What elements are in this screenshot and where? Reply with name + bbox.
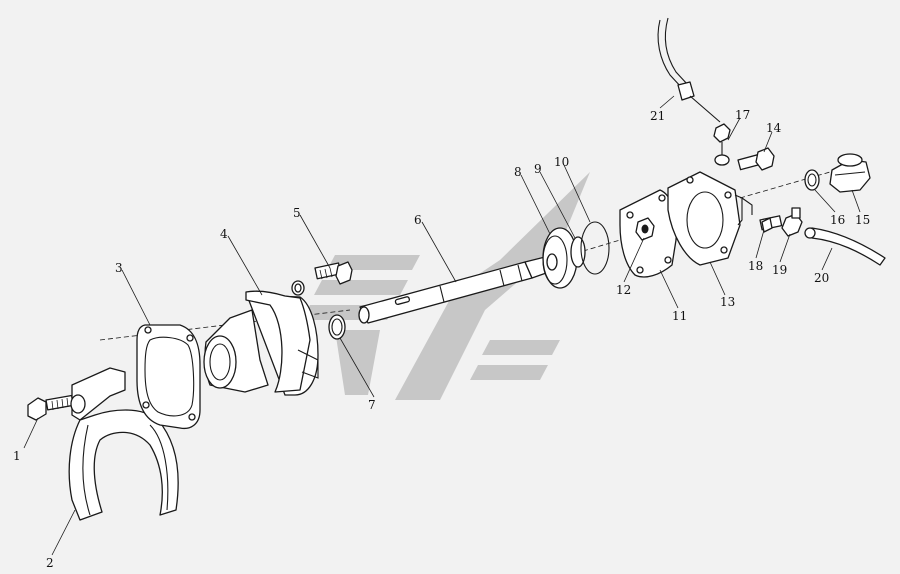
callout-11: 11: [672, 309, 687, 323]
callout-21: 21: [650, 109, 665, 123]
callout-2: 2: [46, 556, 54, 570]
callout-14: 14: [766, 121, 782, 135]
callout-6: 6: [414, 213, 422, 227]
callout-3: 3: [115, 261, 123, 275]
callout-5: 5: [293, 206, 301, 220]
callout-12: 12: [616, 283, 631, 297]
callout-16: 16: [830, 213, 845, 227]
part-2-shift-fork: [68, 367, 179, 521]
callout-18: 18: [748, 259, 763, 273]
part-4-housing: [203, 290, 319, 396]
leader-lines: [23, 95, 861, 556]
part-20-hose: [804, 227, 886, 266]
callout-4: 4: [220, 227, 228, 241]
callout-9: 9: [534, 162, 542, 176]
part-10-seal-ring: [580, 221, 610, 275]
part-13-cover: [667, 171, 743, 266]
part-18-nipple: [759, 215, 783, 233]
callout-8: 8: [514, 165, 522, 179]
callout-10: 10: [554, 155, 569, 169]
callout-1: 1: [13, 449, 21, 463]
part-1-bolt: [27, 394, 74, 421]
callout-15: 15: [855, 213, 870, 227]
part-12-plug: [635, 217, 655, 241]
part-19-tee: [781, 207, 803, 237]
callout-labels: 1 2 3 4 5 6 7 8 9 10 11 12 13 14 15 16 1…: [13, 108, 870, 570]
part-3-gasket: [136, 324, 201, 430]
callout-20: 20: [814, 271, 829, 285]
callout-13: 13: [720, 295, 735, 309]
callout-19: 19: [772, 263, 787, 277]
part-15-fitting: [829, 153, 871, 193]
callout-17: 17: [735, 108, 750, 122]
part-7-o-ring: [328, 314, 346, 340]
part-17-union-fitting: [713, 123, 731, 166]
part-16-seal: [804, 169, 820, 191]
part-21-pipe: [657, 17, 753, 215]
callout-7: 7: [368, 398, 376, 412]
part-14-bolt: [737, 147, 775, 171]
part-5-bolt-washer: [291, 261, 353, 296]
